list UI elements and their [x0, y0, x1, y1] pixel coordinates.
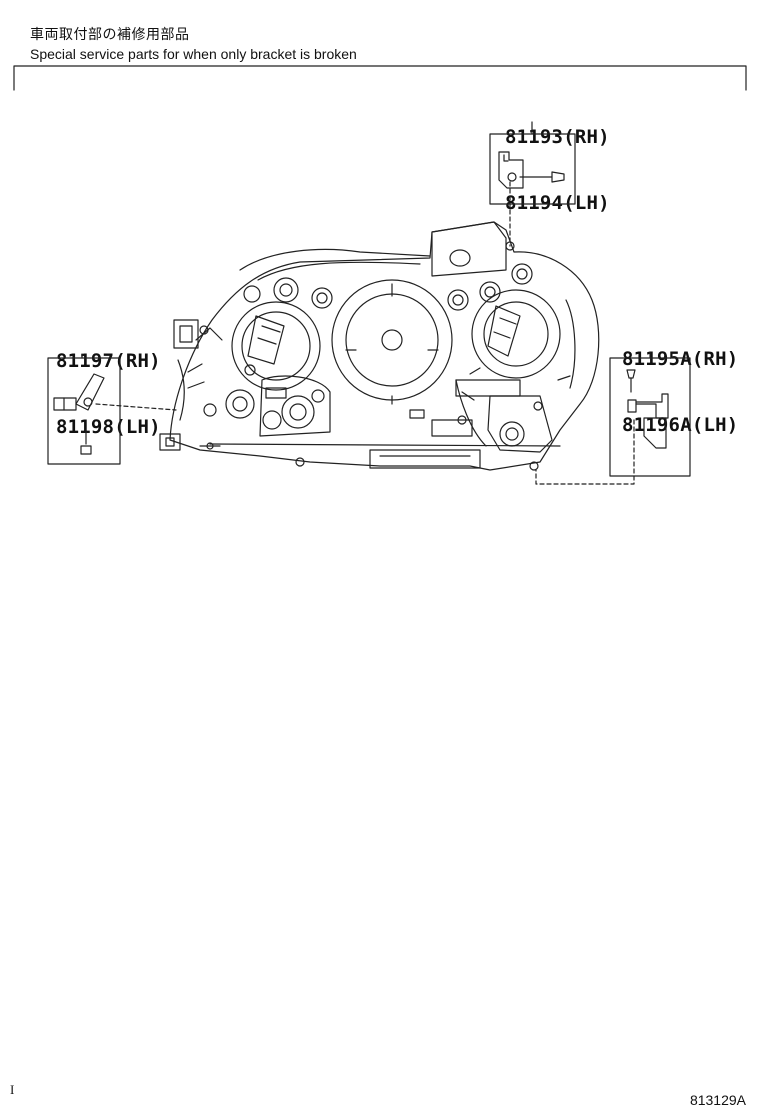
- part-number-rh[interactable]: 81195A(RH): [622, 348, 739, 370]
- left-bracket-part-icon: [53, 373, 105, 455]
- inset-box-left-bracket[interactable]: [47, 357, 121, 465]
- figure-code: 813129A: [689, 1092, 746, 1108]
- callout-right-bracket[interactable]: 81195A(RH) 81196A(LH): [622, 304, 738, 458]
- right-bracket-part-icon: [626, 369, 669, 449]
- part-number-lh[interactable]: 81194(LH): [505, 192, 610, 214]
- corner-mark: I: [10, 1082, 15, 1097]
- inset-box-right-bracket[interactable]: [609, 357, 691, 477]
- callout-top-bracket[interactable]: 81193(RH) 81194(LH): [505, 82, 610, 236]
- part-number-lh[interactable]: 81198(LH): [56, 416, 161, 438]
- header-title-japanese: 車両取付部の補修用部品: [30, 27, 190, 43]
- header-frame: [13, 65, 747, 91]
- inset-box-top-bracket[interactable]: [489, 133, 576, 205]
- top-bracket-part-icon: [498, 151, 565, 189]
- header-title-english: Special service parts for when only brac…: [30, 46, 357, 62]
- part-number-lh[interactable]: 81196A(LH): [622, 414, 739, 436]
- part-number-rh[interactable]: 81193(RH): [505, 126, 610, 148]
- dashed-leader-right: [535, 419, 635, 485]
- headlamp-assembly: [159, 221, 600, 471]
- dashed-leader-left: [95, 403, 177, 411]
